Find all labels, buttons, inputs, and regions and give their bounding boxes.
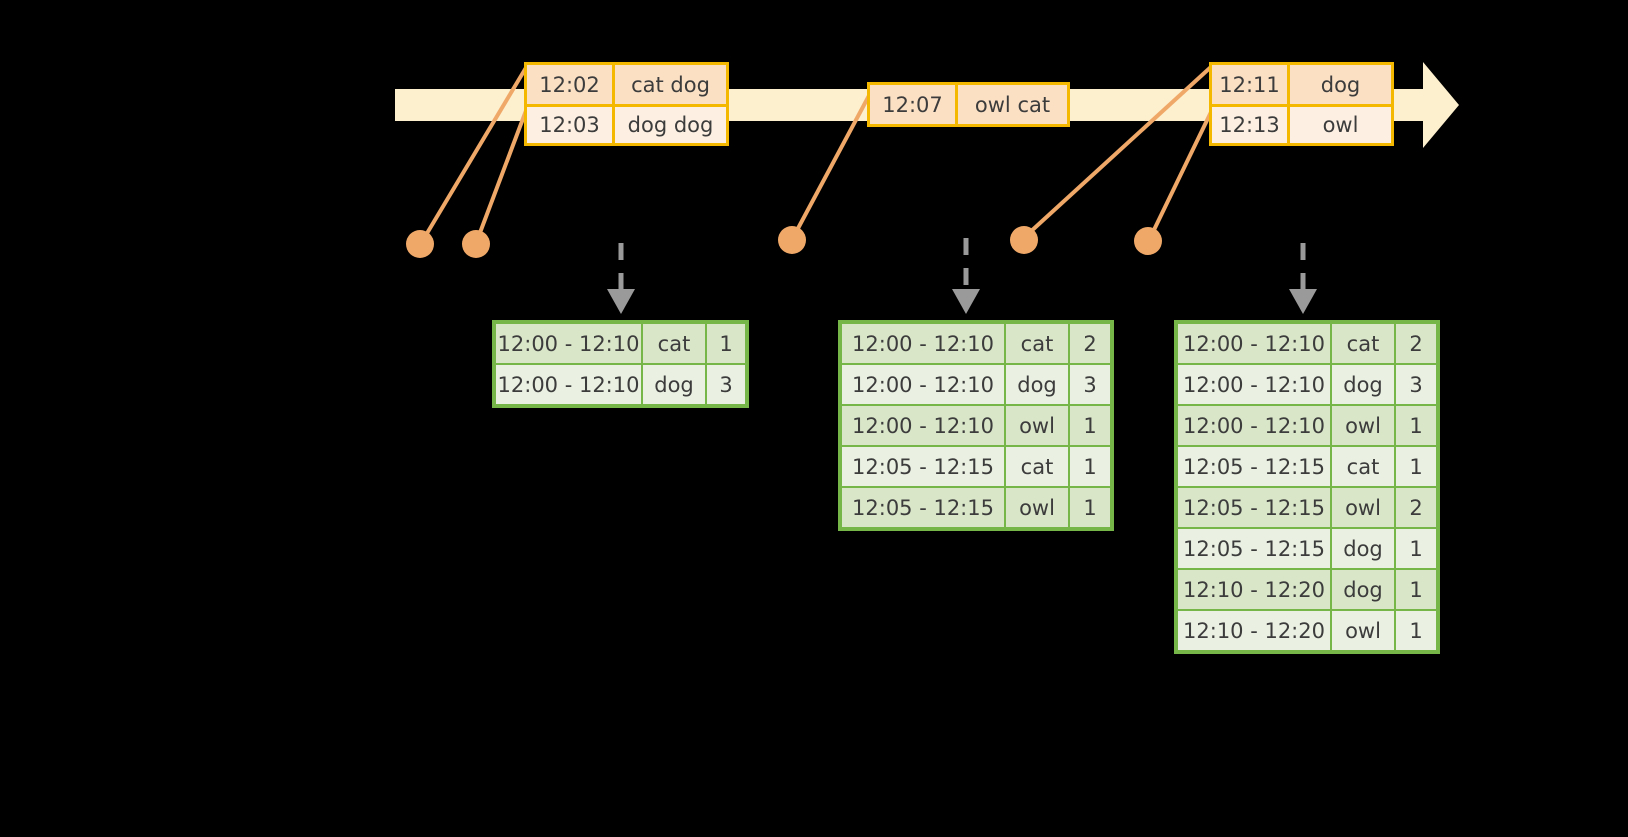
event-words: dog [1320,72,1361,97]
cell-window: 12:00 - 12:10 [842,324,1004,363]
event-words: owl cat [974,92,1051,117]
table-row[interactable]: 12:00 - 12:10 dog 3 [496,365,745,404]
dashed-arrow-3 [1289,243,1317,314]
cell-window: 12:05 - 12:15 [1178,529,1330,568]
cell-window: 12:00 - 12:10 [1178,406,1330,445]
cell-count: 3 [1396,365,1436,404]
event-group-3[interactable]: 12:11 dog 12:13 owl [1209,62,1394,146]
cell-word: dog [1332,529,1394,568]
event-row[interactable]: 12:13 owl [1212,104,1391,143]
cell-count: 1 [1070,488,1110,527]
cell-word: dog [1332,570,1394,609]
cell-window: 12:05 - 12:15 [1178,447,1330,486]
table-row[interactable]: 12:05 - 12:15 cat 1 [842,447,1110,486]
cell-count: 1 [707,324,745,363]
cell-word: cat [643,324,705,363]
event-time: 12:11 [1212,65,1290,104]
cell-count: 3 [707,365,745,404]
result-table-1[interactable]: 12:00 - 12:10 cat 1 12:00 - 12:10 dog 3 [492,320,749,408]
cell-window: 12:00 - 12:10 [1178,365,1330,404]
table-row[interactable]: 12:00 - 12:10 owl 1 [1178,406,1436,445]
table-row[interactable]: 12:00 - 12:10 owl 1 [842,406,1110,445]
table-row[interactable]: 12:10 - 12:20 dog 1 [1178,570,1436,609]
cell-word: owl [1332,406,1394,445]
table-row[interactable]: 12:00 - 12:10 cat 2 [1178,324,1436,363]
cell-word: dog [1332,365,1394,404]
event-words: owl [1322,113,1359,137]
event-time: 12:13 [1212,107,1290,143]
event-time: 12:03 [527,107,615,143]
table-row[interactable]: 12:05 - 12:15 owl 1 [842,488,1110,527]
cell-window: 12:10 - 12:20 [1178,570,1330,609]
event-words: dog dog [627,113,714,137]
cell-count: 1 [1396,447,1436,486]
cell-window: 12:05 - 12:15 [842,488,1004,527]
cell-count: 1 [1070,447,1110,486]
cell-count: 1 [1396,529,1436,568]
event-row[interactable]: 12:02 cat dog [527,65,726,104]
cell-count: 3 [1070,365,1110,404]
cell-word: owl [1332,488,1394,527]
cell-word: owl [1332,611,1394,650]
cell-word: cat [1006,447,1068,486]
cell-window: 12:10 - 12:20 [1178,611,1330,650]
cell-count: 1 [1396,570,1436,609]
table-row[interactable]: 12:00 - 12:10 dog 3 [842,365,1110,404]
cell-count: 1 [1396,611,1436,650]
table-row[interactable]: 12:05 - 12:15 dog 1 [1178,529,1436,568]
cell-word: owl [1006,406,1068,445]
event-group-1[interactable]: 12:02 cat dog 12:03 dog dog [524,62,729,146]
connector-group-1 [406,64,529,258]
table-row[interactable]: 12:10 - 12:20 owl 1 [1178,611,1436,650]
cell-window: 12:00 - 12:10 [496,365,641,404]
result-table-3[interactable]: 12:00 - 12:10 cat 2 12:00 - 12:10 dog 3 … [1174,320,1440,654]
cell-window: 12:00 - 12:10 [1178,324,1330,363]
cell-window: 12:00 - 12:10 [842,406,1004,445]
cell-word: dog [1006,365,1068,404]
event-group-2[interactable]: 12:07 owl cat [867,82,1070,127]
event-time: 12:07 [870,85,958,124]
cell-window: 12:05 - 12:15 [842,447,1004,486]
table-row[interactable]: 12:00 - 12:10 cat 2 [842,324,1110,363]
event-row[interactable]: 12:03 dog dog [527,104,726,143]
table-row[interactable]: 12:05 - 12:15 owl 2 [1178,488,1436,527]
cell-word: cat [1332,324,1394,363]
cell-word: cat [1006,324,1068,363]
cell-word: owl [1006,488,1068,527]
result-table-2[interactable]: 12:00 - 12:10 cat 2 12:00 - 12:10 dog 3 … [838,320,1114,531]
event-time: 12:02 [527,65,615,104]
dashed-arrow-2 [952,238,980,314]
cell-count: 2 [1070,324,1110,363]
table-row[interactable]: 12:00 - 12:10 dog 3 [1178,365,1436,404]
cell-count: 1 [1070,406,1110,445]
cell-count: 2 [1396,488,1436,527]
cell-word: dog [643,365,705,404]
connector-group-2 [778,89,874,254]
event-row[interactable]: 12:07 owl cat [870,85,1067,124]
cell-window: 12:00 - 12:10 [842,365,1004,404]
table-row[interactable]: 12:00 - 12:10 cat 1 [496,324,745,363]
cell-word: cat [1332,447,1394,486]
cell-window: 12:00 - 12:10 [496,324,641,363]
cell-count: 2 [1396,324,1436,363]
table-row[interactable]: 12:05 - 12:15 cat 1 [1178,447,1436,486]
event-words: cat dog [631,72,710,97]
event-row[interactable]: 12:11 dog [1212,65,1391,104]
cell-window: 12:05 - 12:15 [1178,488,1330,527]
cell-count: 1 [1396,406,1436,445]
dashed-arrow-1 [607,243,635,314]
